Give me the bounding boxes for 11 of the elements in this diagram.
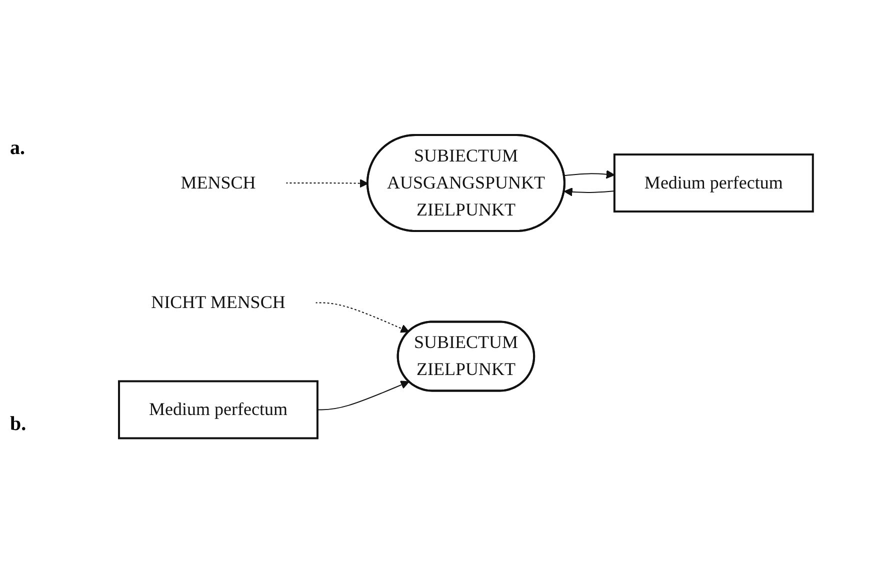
arrow bbox=[317, 380, 410, 410]
node-box: Medium perfectum bbox=[613, 153, 814, 212]
node-box: Medium perfectum bbox=[118, 380, 319, 440]
node-text: NICHT MENSCH bbox=[151, 292, 286, 312]
arrow bbox=[564, 187, 615, 196]
arrow bbox=[314, 302, 410, 333]
panel-letter: b. bbox=[10, 413, 28, 436]
panel-letter: a. bbox=[10, 136, 26, 160]
arrow bbox=[285, 178, 368, 188]
arrow bbox=[564, 170, 615, 179]
node-text: MENSCH bbox=[180, 172, 256, 192]
